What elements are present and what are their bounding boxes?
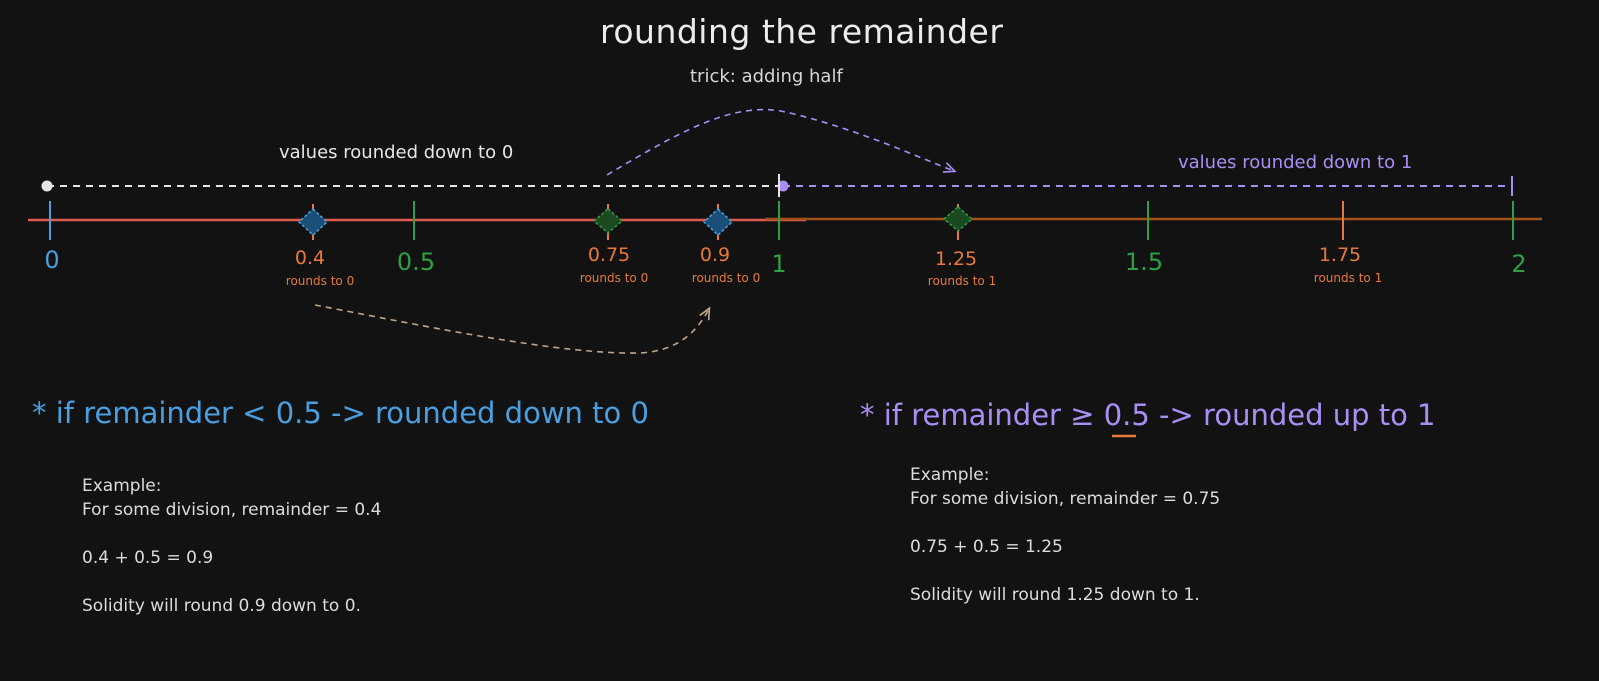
tick-note-0-4: rounds to 0 bbox=[285, 274, 355, 288]
example-right-heading: Example: bbox=[910, 465, 990, 485]
tick-label-0-5: 0.5 bbox=[396, 248, 436, 276]
example-left-line3: Solidity will round 0.9 down to 0. bbox=[82, 596, 361, 616]
page-title: rounding the remainder bbox=[600, 12, 1004, 51]
tick-note-1-25: rounds to 1 bbox=[927, 274, 997, 288]
tick-label-1: 1 bbox=[771, 250, 787, 278]
range-one-start-dot bbox=[777, 180, 789, 192]
tick-note-0-75: rounds to 0 bbox=[579, 271, 649, 285]
rule-above-prefix: * if remainder bbox=[860, 398, 1061, 432]
tick-note-0-9: rounds to 0 bbox=[691, 271, 761, 285]
gte-symbol: ≥ bbox=[1070, 398, 1095, 432]
marker-0-75 bbox=[592, 208, 624, 234]
tick-label-1-75: 1.75 bbox=[1318, 244, 1362, 266]
tick-label-0: 0 bbox=[44, 246, 60, 274]
example-left-line1: For some division, remainder = 0.4 bbox=[82, 500, 382, 520]
rule-below-half: * if remainder < 0.5 -> rounded down to … bbox=[32, 396, 649, 430]
example-right-line3: Solidity will round 1.25 down to 1. bbox=[910, 585, 1200, 605]
tick-note-1-75: rounds to 1 bbox=[1313, 271, 1383, 285]
rule-above-suffix: 0.5 -> rounded up to 1 bbox=[1103, 398, 1436, 432]
tick-label-0-75: 0.75 bbox=[587, 244, 631, 266]
range-zero-label: values rounded down to 0 bbox=[279, 142, 514, 163]
tick-label-0-4: 0.4 bbox=[294, 247, 326, 269]
example-right: Example: For some division, remainder = … bbox=[910, 463, 1220, 607]
page-subtitle: trick: adding half bbox=[690, 66, 843, 87]
rule-at-or-above-half: * if remainder ≥ 0.5 -> rounded up to 1 bbox=[860, 398, 1436, 432]
tick-label-0-9: 0.9 bbox=[699, 244, 731, 266]
tick-label-1-25: 1.25 bbox=[934, 248, 978, 270]
marker-0-9 bbox=[702, 207, 734, 237]
example-right-line1: For some division, remainder = 0.75 bbox=[910, 489, 1221, 509]
tick-label-2: 2 bbox=[1511, 250, 1527, 278]
example-right-line2: 0.75 + 0.5 = 1.25 bbox=[910, 537, 1063, 557]
example-left-heading: Example: bbox=[82, 476, 162, 496]
example-left-line2: 0.4 + 0.5 = 0.9 bbox=[82, 548, 214, 568]
add-half-arrow bbox=[606, 108, 957, 176]
tick-label-1-5: 1.5 bbox=[1124, 248, 1164, 276]
marker-0-4 bbox=[297, 207, 329, 237]
example-left: Example: For some division, remainder = … bbox=[82, 474, 381, 618]
range-one-label: values rounded down to 1 bbox=[1178, 152, 1413, 173]
range-zero-start-dot bbox=[41, 180, 53, 192]
marker-1-25 bbox=[942, 206, 974, 232]
example-arrow bbox=[314, 304, 711, 354]
